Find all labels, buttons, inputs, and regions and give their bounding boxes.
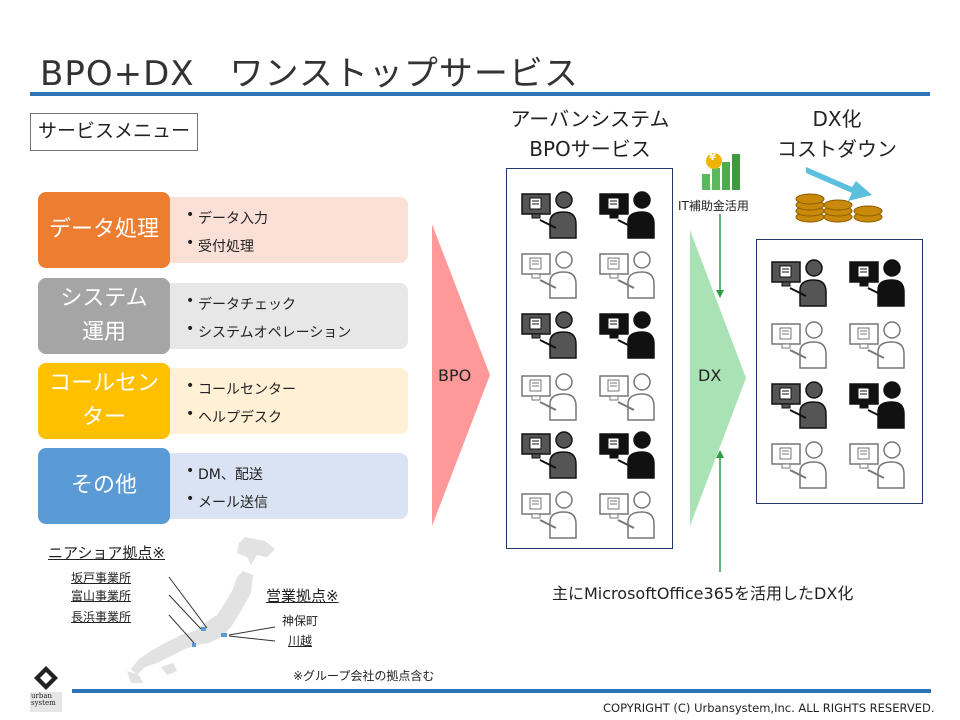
dx-arrow-label: DX: [698, 366, 722, 385]
worker-at-monitor-icon: [849, 259, 905, 307]
service-item: 受付処理: [186, 235, 254, 256]
service-item: データ入力: [186, 207, 268, 228]
service-item: コールセンター: [186, 378, 296, 399]
sales-site: 神保町: [282, 614, 319, 628]
worker-at-monitor-icon: [771, 259, 827, 307]
bpo-service-title-line: BPOサービス: [529, 137, 651, 161]
category-label: 運用: [81, 320, 126, 345]
logo-text: urban system: [31, 693, 56, 707]
bpo-service-title-line: アーバンシステム: [510, 107, 670, 131]
sales-site: 川越: [288, 634, 313, 648]
service-menu-label: サービスメニュー: [30, 113, 198, 151]
worker-at-monitor-icon: [771, 441, 827, 489]
category-label: システム: [60, 286, 148, 311]
worker-at-monitor-icon: [599, 191, 655, 239]
dx-workers-frame: [756, 239, 923, 504]
worker-at-monitor-icon: [521, 491, 577, 539]
worker-at-monitor-icon: [599, 311, 655, 359]
bpo-service-title: アーバンシステム BPOサービス: [506, 104, 674, 164]
dx-title-line: コストダウン: [777, 137, 897, 161]
footnote: ※グループ会社の拠点含む: [293, 669, 435, 683]
worker-at-monitor-icon: [521, 311, 577, 359]
title-underline: [30, 92, 930, 96]
worker-at-monitor-icon: [849, 321, 905, 369]
worker-at-monitor-icon: [599, 373, 655, 421]
category-call-center: コールセン ター: [38, 363, 170, 439]
it-subsidy-label: IT補助金活用: [678, 199, 749, 213]
logo-text-line: system: [31, 699, 56, 707]
yen-symbol: ¥: [709, 152, 716, 163]
service-item: ヘルプデスク: [186, 406, 282, 427]
category-others: その他: [38, 448, 170, 524]
category-label: データ処理: [48, 217, 159, 242]
logo-text-line: urban: [31, 692, 53, 700]
bpo-workers-frame: [506, 168, 673, 549]
worker-at-monitor-icon: [521, 251, 577, 299]
category-label: その他: [70, 473, 137, 498]
page-title: BPO+DX ワンストップサービス: [40, 54, 579, 94]
footer-rule: [72, 689, 931, 693]
service-item: システムオペレーション: [186, 321, 351, 342]
nearshore-title: ニアショア拠点※: [48, 544, 165, 562]
it-subsidy-icon: [702, 153, 740, 190]
nearshore-site: 富山事業所: [71, 589, 132, 603]
worker-at-monitor-icon: [599, 251, 655, 299]
bpo-arrow: [432, 224, 490, 526]
dx-arrow: [690, 230, 746, 526]
worker-at-monitor-icon: [849, 381, 905, 429]
worker-at-monitor-icon: [849, 441, 905, 489]
category-system-operation: システム 運用: [38, 278, 170, 354]
worker-at-monitor-icon: [771, 321, 827, 369]
dx-title-line: DX化: [812, 107, 862, 131]
sales-title: 営業拠点※: [266, 587, 339, 605]
copyright-text: COPYRIGHT (C) Urbansystem,Inc. ALL RIGHT…: [603, 701, 935, 715]
bpo-arrow-label: BPO: [438, 366, 472, 385]
nearshore-site: 長浜事業所: [71, 610, 132, 624]
category-data-processing: データ処理: [38, 192, 170, 268]
worker-at-monitor-icon: [599, 431, 655, 479]
japan-map: [127, 537, 276, 683]
service-item: メール送信: [186, 491, 268, 512]
category-label: コールセン: [48, 371, 159, 396]
urbansystem-logo-icon: [30, 666, 62, 712]
it-subsidy-lines: [716, 214, 724, 572]
cost-down-coins-icon: [795, 167, 883, 223]
category-label: ター: [81, 405, 126, 430]
worker-at-monitor-icon: [599, 491, 655, 539]
dx-caption: 主にMicrosoftOffice365を活用したDX化: [552, 584, 854, 603]
dx-title: DX化 コストダウン: [776, 104, 898, 164]
nearshore-site: 坂戸事業所: [71, 571, 132, 585]
worker-at-monitor-icon: [521, 431, 577, 479]
service-item: DM、配送: [186, 463, 263, 484]
service-item: データチェック: [186, 293, 296, 314]
worker-at-monitor-icon: [771, 381, 827, 429]
worker-at-monitor-icon: [521, 191, 577, 239]
worker-at-monitor-icon: [521, 373, 577, 421]
